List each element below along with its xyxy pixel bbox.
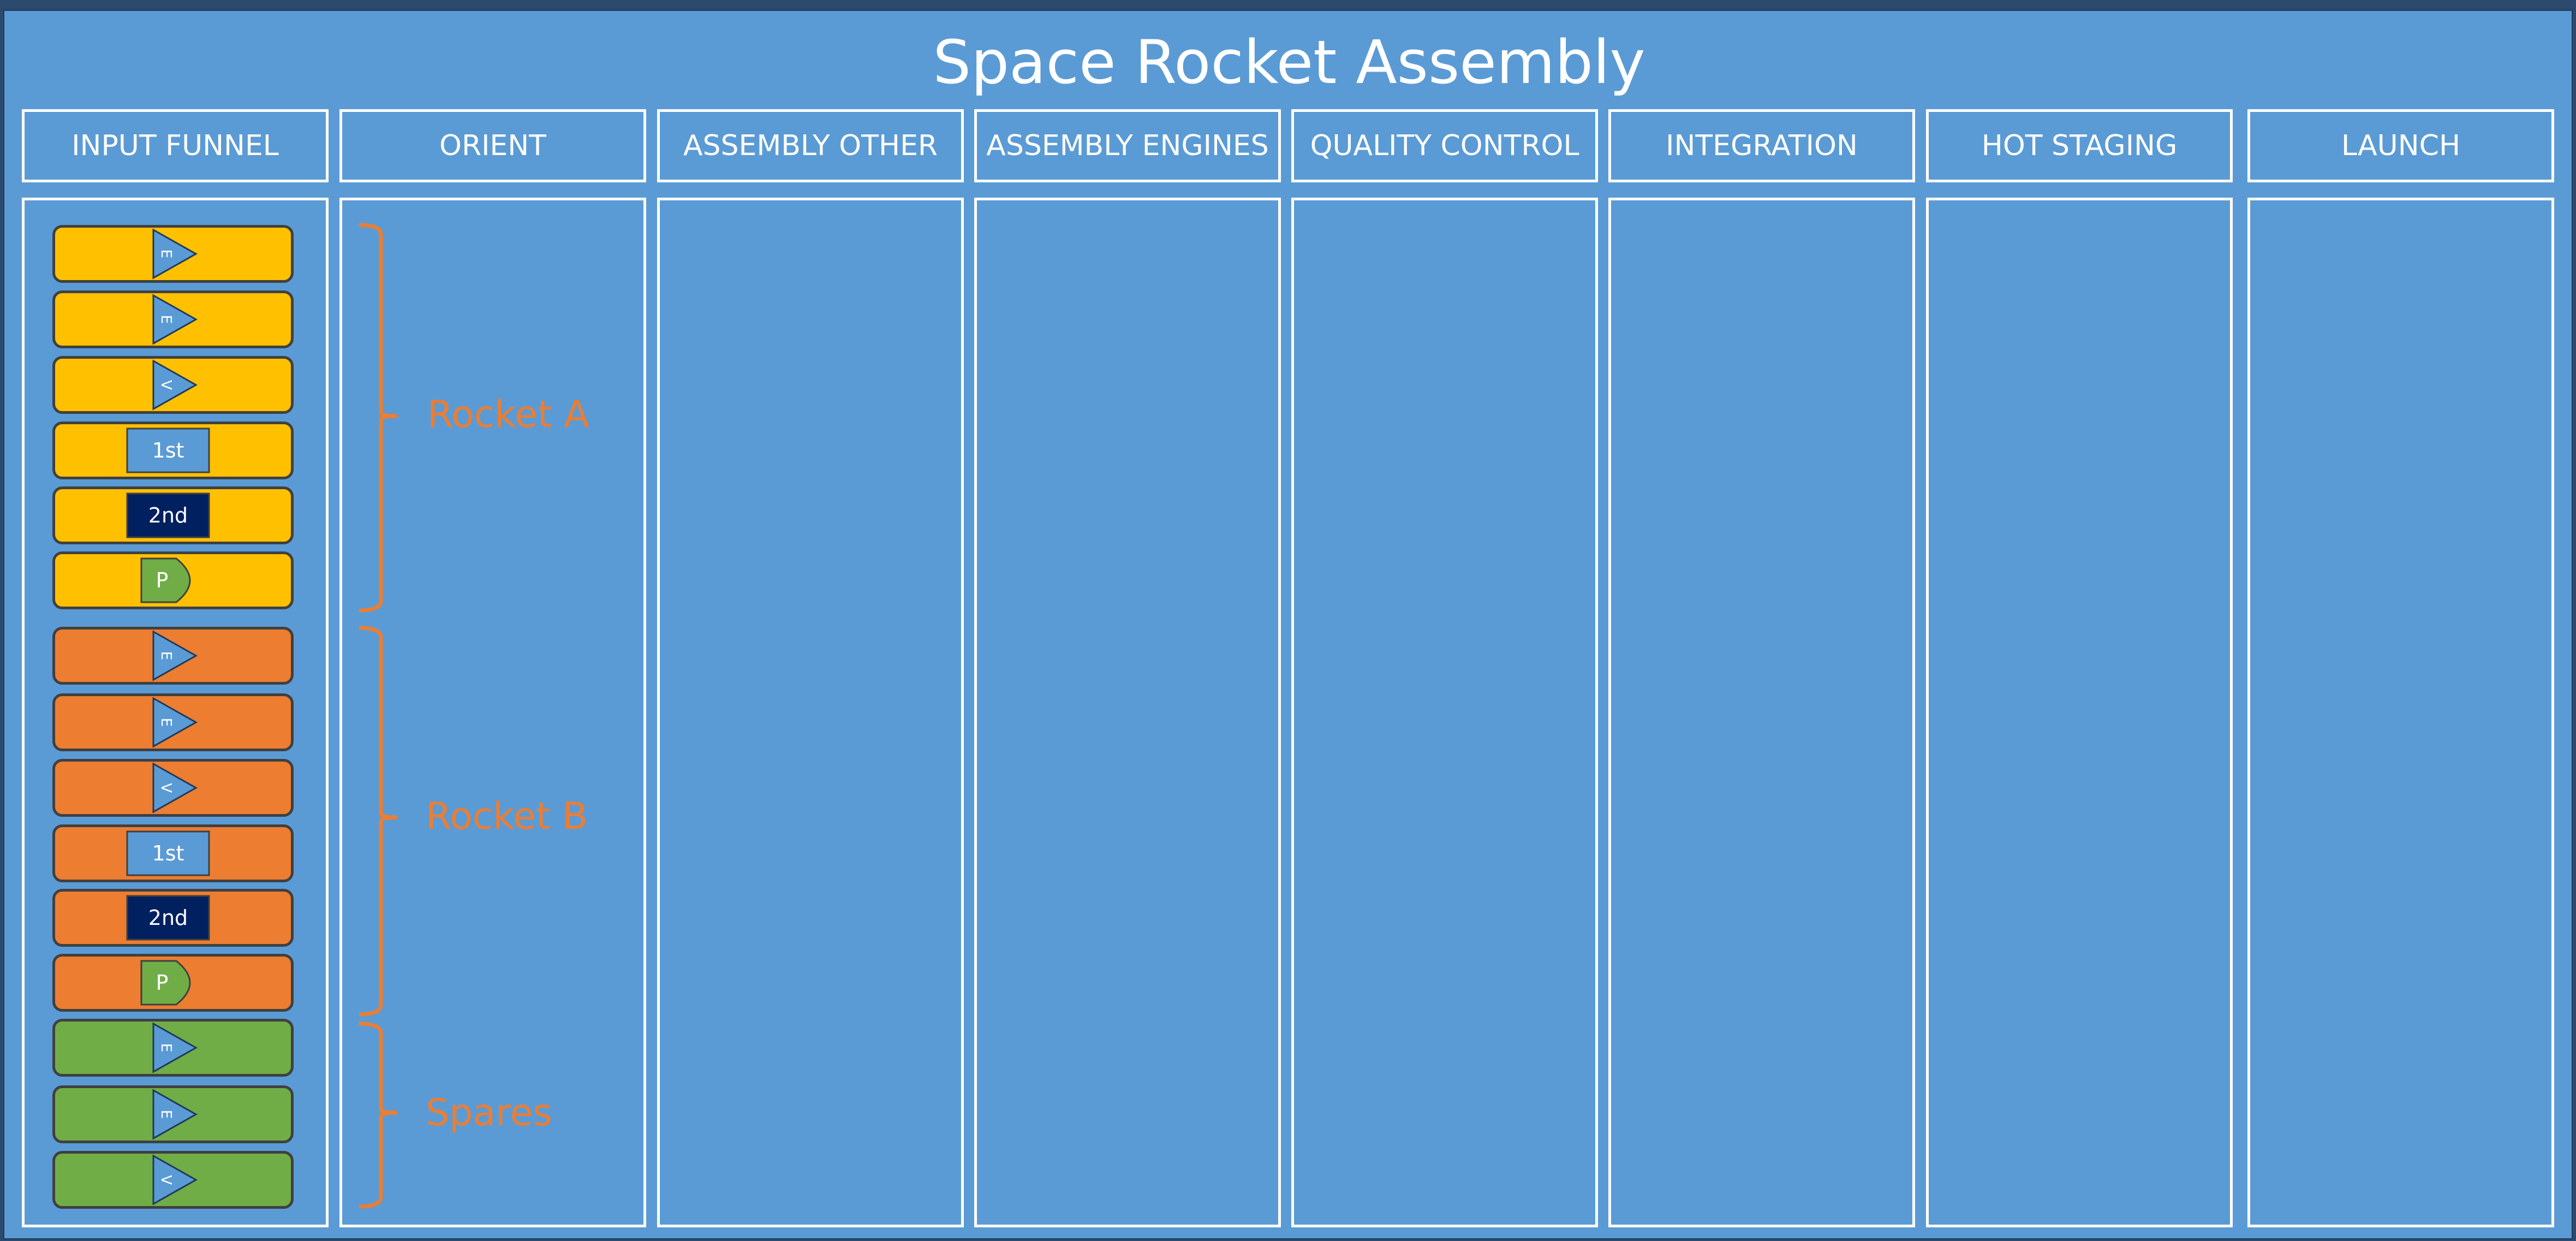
group-label-spares: Spares [426,1091,552,1135]
column-header-assembly-engines: ASSEMBLY ENGINES [974,109,1281,182]
card-label: E [158,1110,174,1119]
task-card[interactable]: V [52,759,294,817]
engine-triangle-icon [152,630,198,681]
task-card[interactable]: P [52,954,294,1012]
card-label: 1st [152,438,184,462]
engine-triangle-icon [152,1154,198,1206]
payload-icon [140,557,191,603]
column-body-input-funnel[interactable] [22,198,329,1227]
card-label: P [156,568,169,592]
task-card[interactable]: P [52,551,294,609]
stage-block-icon [126,427,210,473]
task-card[interactable]: E [52,225,294,283]
board-title: Space Rocket Assembly [933,27,1645,97]
engine-triangle-icon [152,294,198,345]
column-header-hot-staging: HOT STAGING [1926,109,2233,182]
stage-block-icon [126,895,210,941]
task-card[interactable]: E [52,1019,294,1077]
task-card[interactable]: 2nd [52,889,294,947]
engine-triangle-icon [152,697,198,748]
column-header-integration: INTEGRATION [1608,109,1915,182]
task-card[interactable]: E [52,290,294,348]
kanban-board: Space Rocket Assembly INPUT FUNNEL ORIEN… [3,10,2573,1239]
card-label: E [158,651,174,660]
group-label-rocket-a: Rocket A [427,393,589,436]
task-card[interactable]: E [52,627,294,685]
group-label-rocket-b: Rocket B [426,795,588,838]
card-label: V [158,380,174,390]
engine-triangle-icon [152,359,198,411]
task-card[interactable]: V [52,356,294,414]
engine-triangle-icon [152,1089,198,1140]
column-header-input-funnel: INPUT FUNNEL [22,109,329,182]
card-label: 2nd [148,906,188,930]
card-label: P [156,971,169,995]
stage-block-icon [126,830,210,876]
engine-triangle-icon [152,228,198,280]
column-header-launch: LAUNCH [2247,109,2554,182]
task-card[interactable]: E [52,693,294,751]
column-body-launch[interactable] [2247,198,2554,1227]
payload-icon [140,960,191,1006]
task-card[interactable]: 1st [52,421,294,479]
card-label: E [158,315,174,324]
card-label: V [158,1175,174,1185]
column-header-quality-control: QUALITY CONTROL [1291,109,1598,182]
card-label: V [158,783,174,793]
column-body-orient[interactable] [339,198,646,1227]
column-header-orient: ORIENT [339,109,646,182]
card-label: 2nd [148,503,188,527]
engine-triangle-icon [152,762,198,814]
card-label: E [158,250,174,258]
column-body-assembly-other[interactable] [657,198,964,1227]
task-card[interactable]: 1st [52,824,294,882]
column-body-assembly-engines[interactable] [974,198,1281,1227]
task-card[interactable]: E [52,1085,294,1143]
column-body-integration[interactable] [1608,198,1915,1227]
column-body-quality-control[interactable] [1291,198,1598,1227]
column-header-assembly-other: ASSEMBLY OTHER [657,109,964,182]
card-label: E [158,718,174,727]
card-label: 1st [152,841,184,865]
stage-block-icon [126,492,210,538]
column-body-hot-staging[interactable] [1926,198,2233,1227]
task-card[interactable]: 2nd [52,486,294,544]
engine-triangle-icon [152,1022,198,1073]
card-label: E [158,1043,174,1052]
task-card[interactable]: V [52,1151,294,1209]
